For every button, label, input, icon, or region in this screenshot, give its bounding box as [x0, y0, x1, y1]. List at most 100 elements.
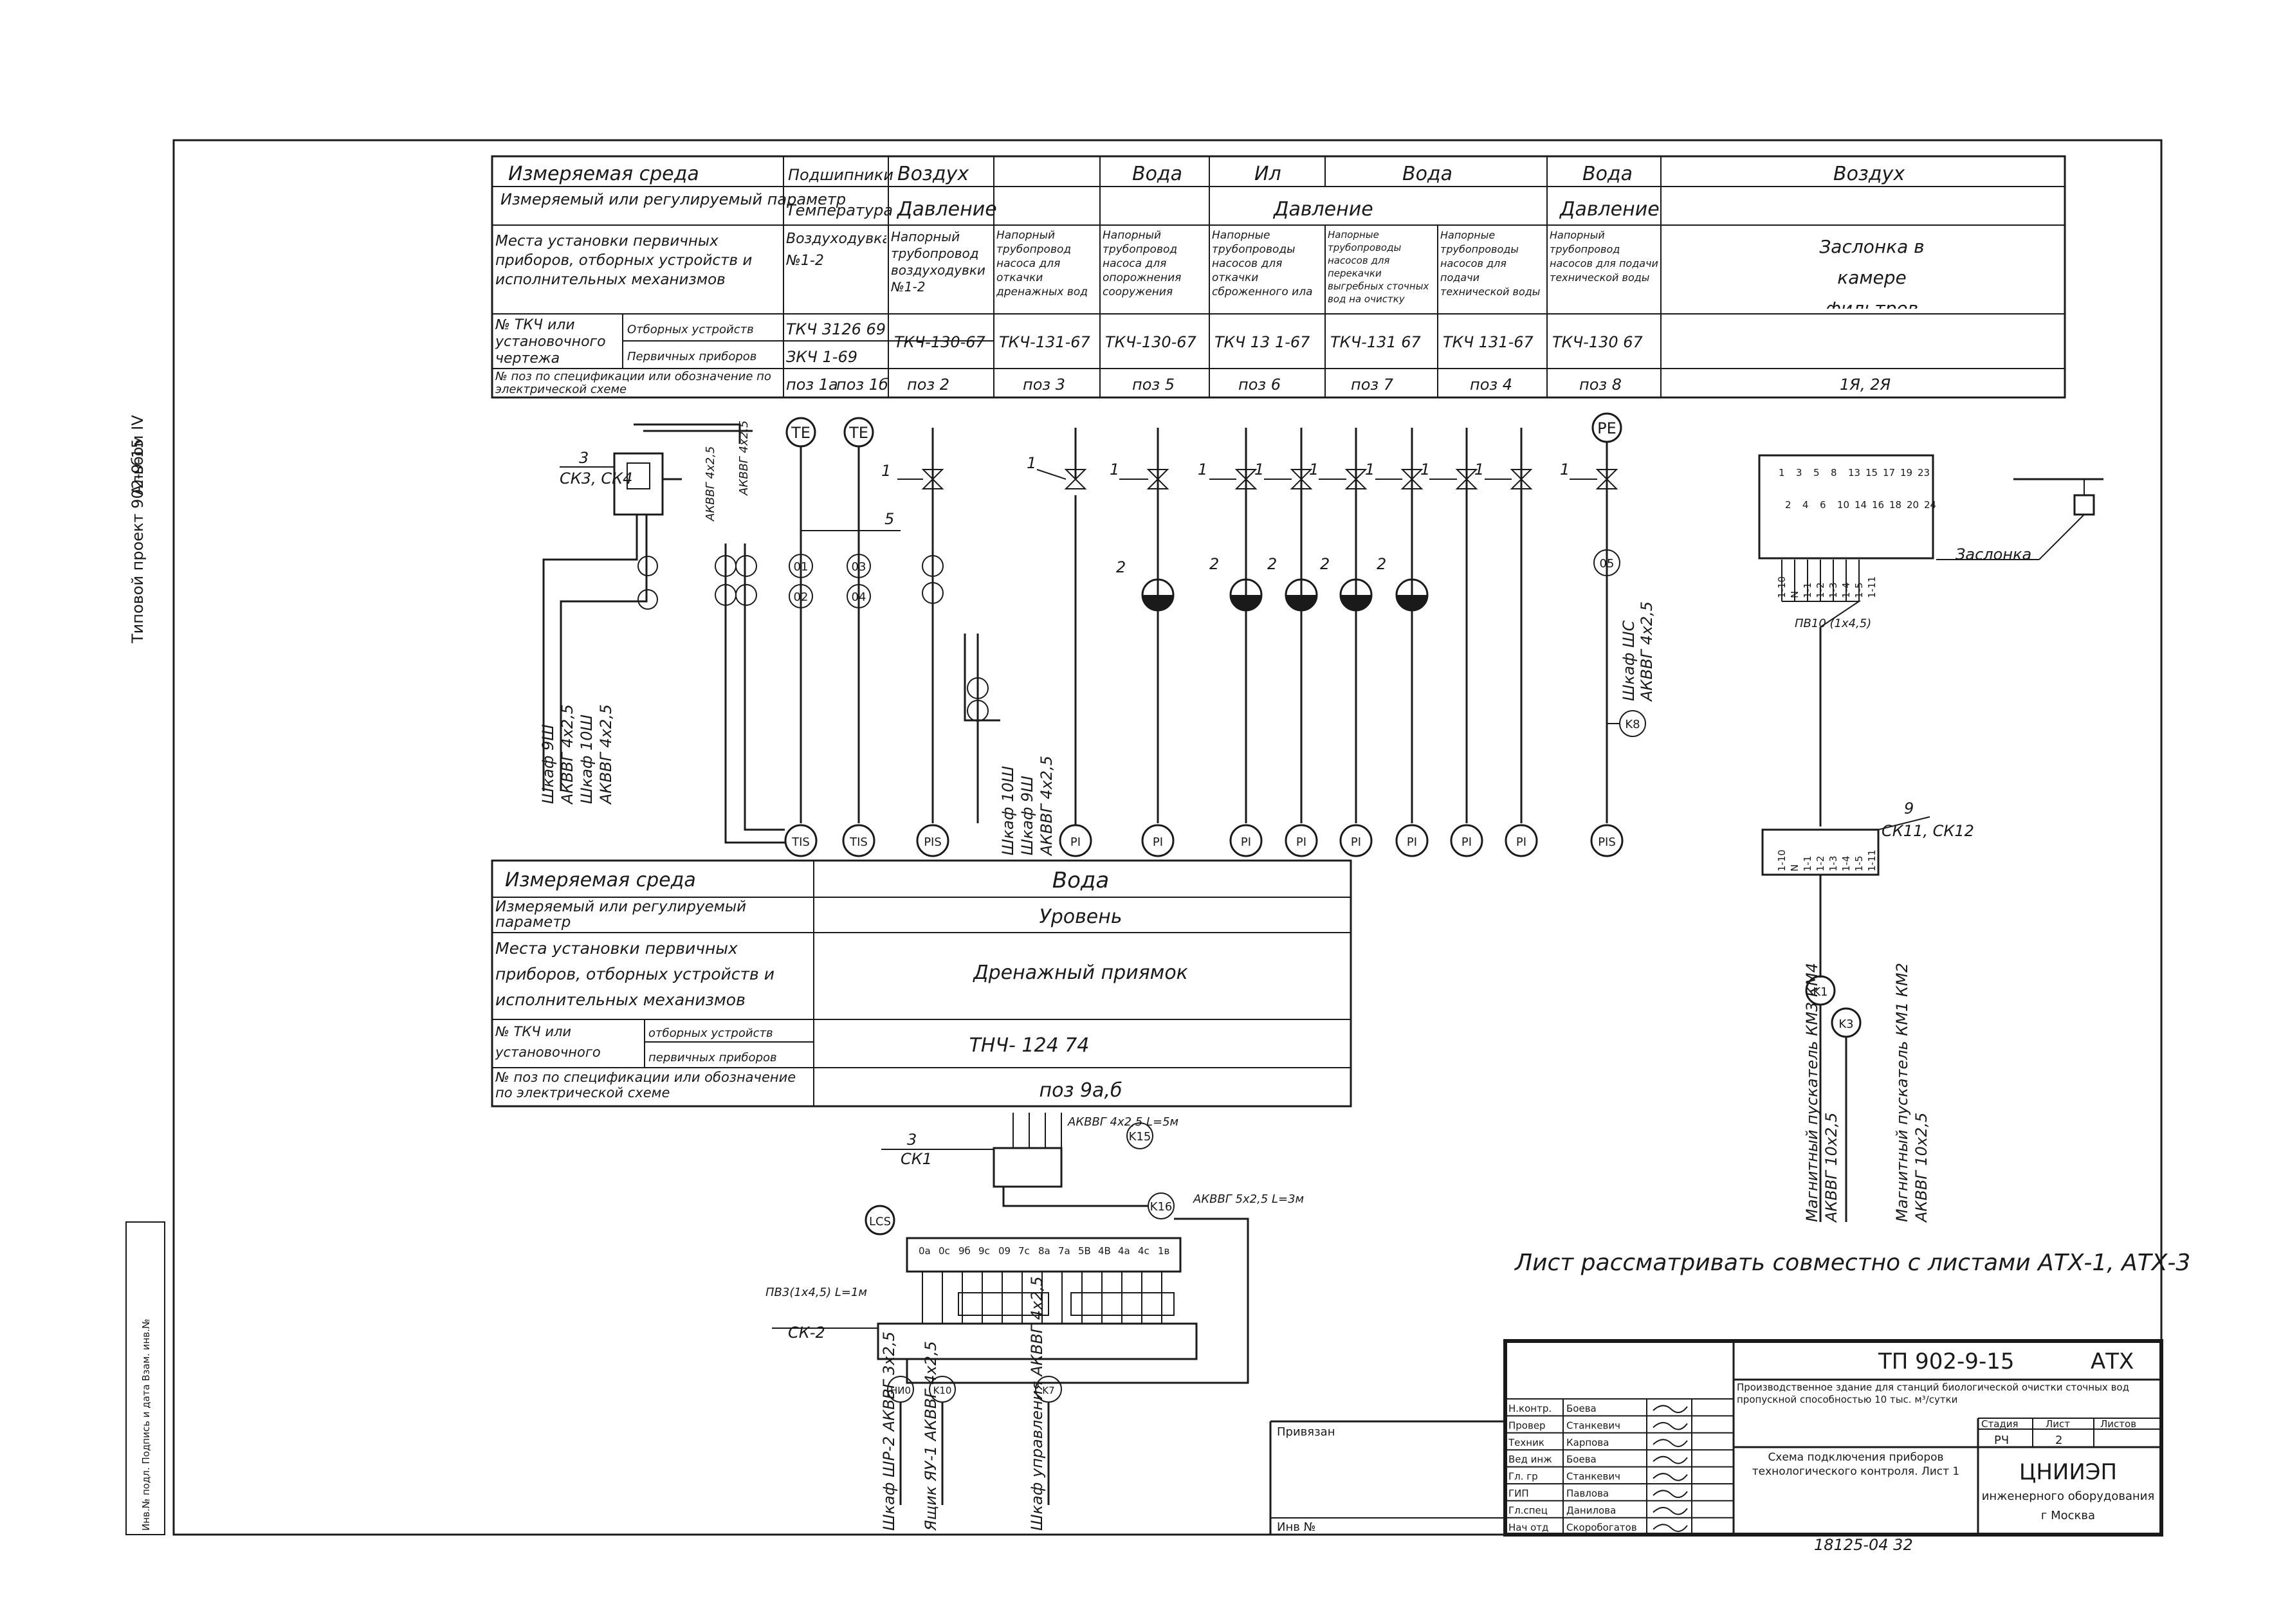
junction-box-sk3 [613, 452, 664, 516]
tb-sheet-code: АТХ [2091, 1349, 2134, 1374]
tb-role: ГИП [1508, 1488, 1529, 1499]
terminal-number: 19 [1900, 467, 1912, 479]
row-label-param: Измеряемый или регулируемый параметр [500, 190, 846, 208]
valve-lines: 1 1 2 [1027, 428, 1175, 823]
cable-label-9: АКВВГ 4х2,5 L=5м [1067, 1115, 1178, 1129]
tb-org: ЦНИИЭП [2019, 1459, 2117, 1485]
lcs-terminal-label: 9б [958, 1245, 971, 1257]
callout-2d: 2 [1320, 555, 1330, 573]
row-sub-pervich: Первичных приборов [627, 350, 756, 363]
bottom-parameters-table: Измеряемая среда Измеряемый или регулиру… [491, 859, 1352, 1108]
cell-medium-5: Ил [1254, 163, 1281, 185]
instrument-pi-1: PI [1070, 835, 1081, 849]
b-row-label-location: Места установки первичных приборов, отбо… [495, 939, 774, 1009]
instrument-pi-4: PI [1296, 835, 1306, 849]
callout-2e: 2 [1377, 555, 1386, 573]
terminal-row-label-sk11: 1-4 [1840, 856, 1852, 872]
terminal-number: 3 [1796, 467, 1802, 479]
cable-label-10: ПВ3(1х4,5) L=1м [765, 1286, 867, 1299]
node-k10: K10 [933, 1385, 952, 1396]
cell-loc-1: Воздуходувка №1-2 [786, 231, 886, 269]
callout-1c: 1 [1110, 461, 1119, 479]
lcs-terminal-label: 5В [1078, 1245, 1091, 1257]
instrument-te-2: TE [848, 424, 868, 442]
cable-label-4: Шкаф 10Ш [999, 765, 1017, 855]
node-03: 03 [852, 560, 866, 574]
lcs-terminal-label: 8а [1038, 1245, 1050, 1257]
b-row-label-pos: № поз по спецификации или обозначение по… [495, 1070, 796, 1100]
signature-scribble [1653, 1405, 1688, 1414]
b-cell-medium: Вода [1052, 868, 1109, 893]
cell-param-2: Давление [896, 198, 997, 221]
node-k16: K16 [1150, 1200, 1173, 1214]
terminal-number: 4 [1802, 499, 1809, 511]
lcs-terminal-label: 09 [998, 1245, 1011, 1257]
cell-param-1: Температура [786, 201, 893, 219]
cell-medium-4: Вода [1132, 163, 1182, 185]
row-label-tkch: № ТКЧ или установочного чертежа [495, 317, 606, 367]
cable-label-13b: АКВВГ 10х2,5 [1912, 1113, 1930, 1223]
b-row-label-tkch: № ТКЧ или установочного чертежа [495, 1024, 601, 1066]
row-sub-otbor: Отборных устройств [627, 323, 754, 336]
node-k3: K3 [1838, 1017, 1853, 1031]
cell-pos-6: поз 6 [1238, 376, 1281, 394]
callout-1h: 1 [1420, 461, 1430, 479]
lcs-terminal-label: 7а [1058, 1245, 1070, 1257]
terminal-row-label-sk11: 1-2 [1815, 856, 1826, 872]
label-zaslonka: Заслонка [1956, 545, 2031, 563]
side-stamp-box [125, 1221, 165, 1535]
cell-medium-1: Подшипники [788, 166, 893, 184]
instrument-pi-6: PI [1407, 835, 1417, 849]
cell-medium-2: Воздух [897, 163, 969, 185]
cell-pos-7: поз 7 [1351, 376, 1394, 394]
tb-person-name: Скоробогатов [1566, 1522, 1637, 1533]
b-row-sub-otbor: отборных устройств [648, 1026, 773, 1040]
tb-sheet: 2 [2055, 1434, 2062, 1447]
row-label-location: Места установки первичных приборов, отбо… [495, 233, 753, 288]
cable-label-1: АКВВГ 4х2,5 [704, 446, 717, 522]
callout-5: 5 [884, 510, 894, 528]
b-row-sub-pervich: первичных приборов [648, 1051, 777, 1064]
terminal-number: 13 [1848, 467, 1860, 479]
tb-privyazan: Привязан [1277, 1425, 1335, 1439]
cable-label-2b: АКВВГ 4х2,5 [558, 704, 576, 805]
cell-tkch-6: ТКЧ-131 67 [1330, 333, 1422, 351]
cell-medium-8: Вода [1582, 163, 1633, 185]
tb-role: Вед инж [1508, 1454, 1552, 1465]
cell-tkch-3: ТКЧ-131-67 [999, 333, 1091, 351]
terminal-number: 8 [1831, 467, 1837, 479]
terminal-number: 2 [1785, 499, 1791, 511]
lcs-terminal-label: 0с [939, 1245, 950, 1257]
cable-label-14: Шкаф ШР-2 АКВВГ 3х2,5 [880, 1331, 898, 1531]
cell-pos-5: поз 5 [1132, 376, 1175, 394]
tb-sheets-head: Листов [2100, 1418, 2136, 1430]
terminal-number: 24 [1924, 499, 1936, 511]
tb-city: г Москва [2041, 1509, 2095, 1522]
node-k8: K8 [1625, 718, 1640, 731]
tb-person-name: Боева [1566, 1403, 1597, 1414]
signature-scribble [1653, 1473, 1688, 1481]
tb-role: Гл.спец [1508, 1504, 1548, 1516]
label-sk3-sk4: СК3, СК4 [560, 470, 632, 488]
node-02: 02 [794, 590, 809, 604]
cell-loc-5: Напорные трубопроводы насосов для откачк… [1212, 229, 1313, 298]
cell-tkch-5: ТКЧ 13 1-67 [1214, 333, 1310, 351]
b-row-label-param: Измеряемый или регулируемый параметр [495, 899, 747, 931]
label-sk2: СК-2 [788, 1324, 825, 1342]
row-label-pos: № поз по спецификации или обозначение по… [495, 370, 771, 396]
callout-1a: 1 [881, 462, 891, 480]
callout-9: 9 [1904, 799, 1914, 817]
callout-3b: 3 [907, 1131, 917, 1149]
callout-1g: 1 [1365, 461, 1375, 479]
terminal-row-label-sk11: 1-11 [1866, 850, 1878, 871]
cable-label-3: Шкаф 10Ш [578, 714, 596, 804]
cell-medium-6: Вода [1402, 163, 1452, 185]
cell-tkch-7: ТКЧ 131-67 [1443, 333, 1534, 351]
junction-box-sk11: 9 СК11, СК12 K1 K3 Магнитный пускатель К… [1761, 799, 1974, 1223]
terminal-row-label-sk11: N [1789, 864, 1800, 871]
node-k15: K15 [1129, 1130, 1151, 1144]
node-hi0: HИ0 [890, 1385, 911, 1396]
cell-loc-2: Напорный трубопровод воздуходувки №1-2 [891, 229, 985, 295]
